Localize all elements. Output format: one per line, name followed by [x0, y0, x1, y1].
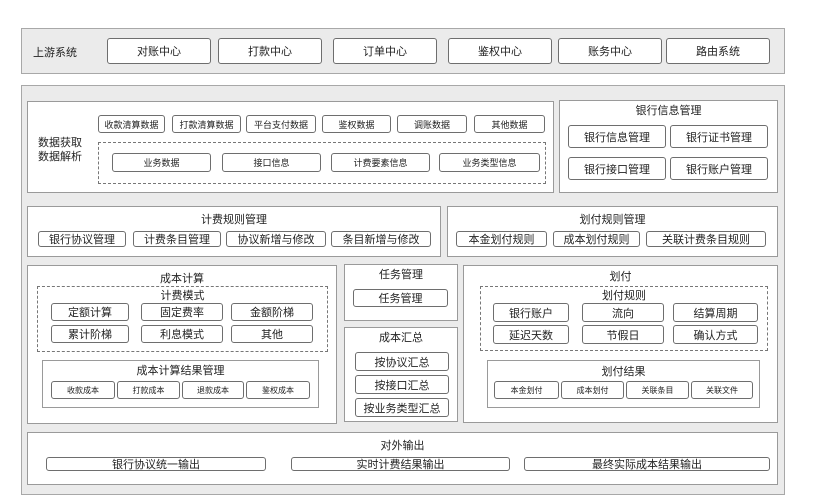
upstream-item-accounting[interactable]: 账务中心: [558, 38, 662, 64]
business-type-info-button[interactable]: 业务类型信息: [439, 153, 540, 172]
item-edit-button[interactable]: 条目新增与修改: [331, 231, 431, 247]
bank-info-management-title: 银行信息管理: [635, 104, 702, 117]
bank-account-rule-button[interactable]: 银行账户: [493, 303, 569, 322]
agreement-edit-button[interactable]: 协议新增与修改: [226, 231, 326, 247]
upstream-item-payment[interactable]: 打款中心: [218, 38, 322, 64]
platform-payment-data-button[interactable]: 平台支付数据: [246, 115, 316, 133]
other-data-button[interactable]: 其他数据: [474, 115, 545, 133]
bank-interface-button[interactable]: 银行接口管理: [568, 157, 666, 180]
collection-clearing-data-button[interactable]: 收款清算数据: [98, 115, 165, 133]
realtime-billing-output-button[interactable]: 实时计费结果输出: [291, 457, 510, 471]
upstream-systems-label: 上游系统: [33, 46, 77, 59]
adjustment-data-button[interactable]: 调账数据: [397, 115, 467, 133]
interest-mode-button[interactable]: 利息模式: [141, 325, 223, 343]
fixed-rate-button[interactable]: 固定费率: [141, 303, 223, 321]
auth-cost-button[interactable]: 鉴权成本: [246, 381, 310, 399]
bank-account-button[interactable]: 银行账户管理: [670, 157, 768, 180]
summary-by-business-type-button[interactable]: 按业务类型汇总: [355, 398, 449, 417]
transfer-result-title: 划付结果: [601, 365, 646, 378]
delay-days-button[interactable]: 延迟天数: [493, 325, 569, 344]
parsed-data-group: [98, 142, 546, 184]
auth-data-button[interactable]: 鉴权数据: [322, 115, 391, 133]
task-management-button[interactable]: 任务管理: [353, 289, 448, 307]
upstream-item-reconciliation[interactable]: 对账中心: [107, 38, 211, 64]
related-billing-item-rule-button[interactable]: 关联计费条目规则: [646, 231, 766, 247]
settlement-cycle-button[interactable]: 结算周期: [673, 303, 758, 322]
bank-agreement-button[interactable]: 银行协议管理: [38, 231, 126, 247]
principal-transfer-rule-button[interactable]: 本金划付规则: [456, 231, 547, 247]
interface-info-button[interactable]: 接口信息: [222, 153, 321, 172]
data-acquisition-label: 数据获取 数据解析: [38, 136, 82, 164]
refund-cost-button[interactable]: 退款成本: [182, 381, 244, 399]
other-mode-button[interactable]: 其他: [231, 325, 313, 343]
principal-transfer-button[interactable]: 本金划付: [494, 381, 559, 399]
transfer-rules-title: 划付规则管理: [579, 213, 646, 226]
flow-direction-button[interactable]: 流向: [582, 303, 664, 322]
cost-summary-title: 成本汇总: [379, 331, 423, 344]
cost-transfer-button[interactable]: 成本划付: [561, 381, 624, 399]
payout-cost-button[interactable]: 打款成本: [117, 381, 180, 399]
task-management-title: 任务管理: [379, 268, 423, 281]
business-data-button[interactable]: 业务数据: [112, 153, 211, 172]
related-item-button[interactable]: 关联条目: [626, 381, 689, 399]
billing-item-button[interactable]: 计费条目管理: [133, 231, 221, 247]
confirmation-method-button[interactable]: 确认方式: [673, 325, 758, 344]
transfer-title: 划付: [609, 270, 632, 283]
upstream-item-auth[interactable]: 鉴权中心: [448, 38, 552, 64]
cost-calculation-title: 成本计算: [160, 272, 204, 285]
billing-mode-group: [37, 286, 328, 352]
holiday-button[interactable]: 节假日: [582, 325, 664, 344]
collection-cost-button[interactable]: 收款成本: [51, 381, 115, 399]
final-cost-output-button[interactable]: 最终实际成本结果输出: [524, 457, 770, 471]
cost-transfer-rule-button[interactable]: 成本划付规则: [553, 231, 640, 247]
billing-element-info-button[interactable]: 计费要素信息: [331, 153, 430, 172]
cost-result-title: 成本计算结果管理: [136, 364, 225, 377]
data-acquisition-label-line2: 数据解析: [38, 150, 82, 163]
external-output-title: 对外输出: [380, 439, 425, 452]
payment-clearing-data-button[interactable]: 打款清算数据: [172, 115, 241, 133]
billing-rules-title: 计费规则管理: [201, 213, 267, 226]
upstream-item-order[interactable]: 订单中心: [333, 38, 437, 64]
data-acquisition-label-line1: 数据获取: [38, 136, 82, 149]
billing-mode-title: 计费模式: [160, 289, 205, 302]
cumulative-tier-button[interactable]: 累计阶梯: [51, 325, 129, 343]
bank-certificate-button[interactable]: 银行证书管理: [670, 125, 768, 148]
amount-tier-button[interactable]: 金额阶梯: [231, 303, 313, 321]
summary-by-agreement-button[interactable]: 按协议汇总: [355, 352, 449, 371]
related-file-button[interactable]: 关联文件: [691, 381, 753, 399]
upstream-item-routing[interactable]: 路由系统: [666, 38, 770, 64]
bank-agreement-output-button[interactable]: 银行协议统一输出: [46, 457, 266, 471]
transfer-rules-group: [480, 286, 768, 351]
summary-by-interface-button[interactable]: 按接口汇总: [355, 375, 449, 394]
fixed-amount-button[interactable]: 定额计算: [51, 303, 129, 321]
bank-info-button[interactable]: 银行信息管理: [568, 125, 666, 148]
transfer-rules-group-title: 划付规则: [602, 289, 646, 302]
